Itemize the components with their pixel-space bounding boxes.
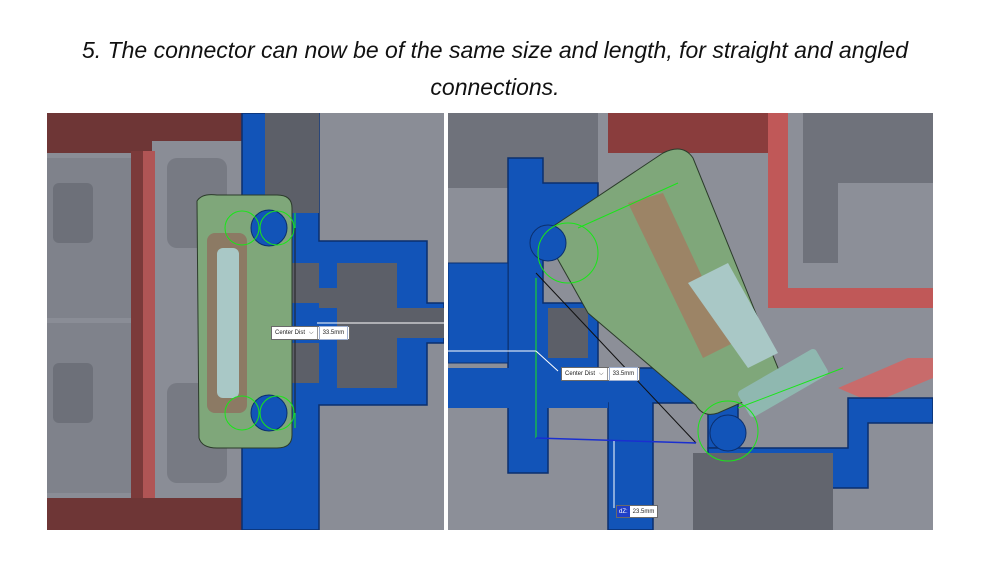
cad-viewport-angled-connection[interactable]: Center Dist ⌵ 33.5mm dZ: 23.5mm [448,113,933,530]
slide-title-line-1: 5. The connector can now be of the same … [82,37,908,63]
chevron-down-icon: ⌵ [599,370,604,377]
sketch-overlay-right [535,182,844,462]
dimension-type-dropdown-right[interactable]: Center Dist ⌵ [562,368,608,380]
center-dist-dimension[interactable]: Center Dist ⌵ 33.5mm [271,326,351,340]
red-rail [768,113,933,308]
dimension-value-field[interactable]: 33.5mm [318,326,349,340]
cad-viewport-straight-connection[interactable]: Center Dist ⌵ 33.5mm [47,113,444,530]
angled-connection-model [448,113,933,530]
slide-title: 5. The connector can now be of the same … [40,32,950,106]
red-web [143,151,155,498]
frame-body-top [47,113,242,153]
dz-dimension[interactable]: dZ: 23.5mm [616,505,659,518]
center-dist-dimension-right[interactable]: Center Dist ⌵ 33.5mm [561,367,641,381]
dz-label: dZ: [617,506,630,517]
dimension-type-dropdown[interactable]: Center Dist ⌵ [272,327,318,339]
dz-value-field[interactable]: 23.5mm [632,508,655,515]
dimension-value-field-right[interactable]: 33.5mm [608,367,639,381]
slide-title-line-2: connections. [430,74,560,100]
straight-connection-model [47,113,444,530]
frame-body-bottom [47,498,242,530]
chevron-down-icon: ⌵ [309,329,314,336]
